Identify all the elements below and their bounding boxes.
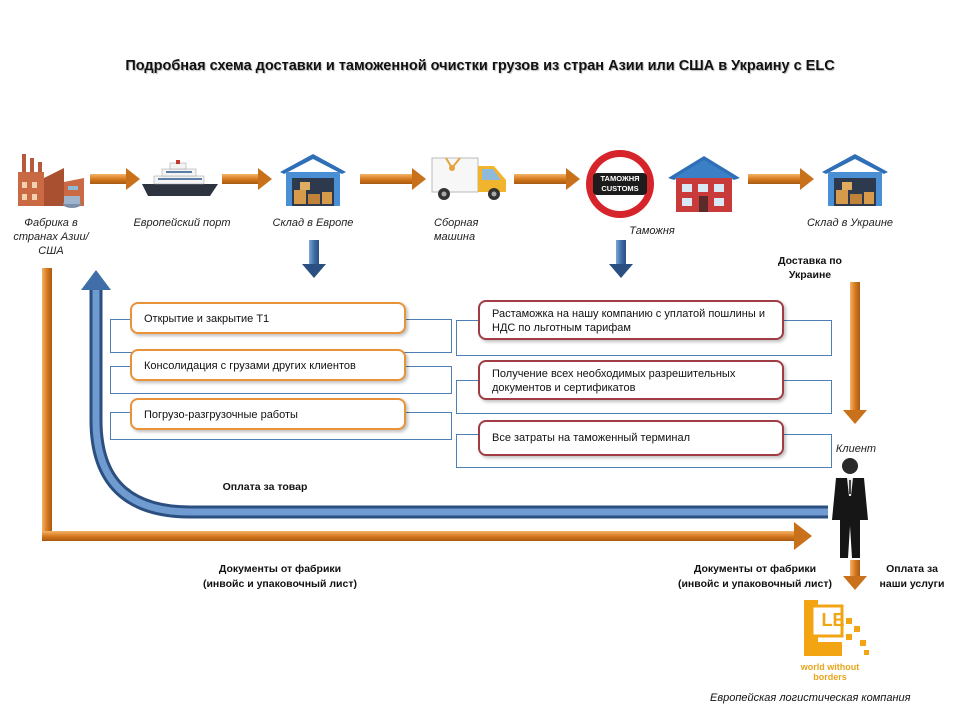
customs-label: Таможня (629, 225, 675, 237)
client-label: Клиент (835, 443, 877, 455)
payment-services-line1: Оплата за (886, 563, 938, 575)
customs-sign-line1: ТАМОЖНЯ (600, 174, 640, 183)
truck-icon (431, 157, 506, 200)
elc-logo-mark-icon (804, 600, 869, 656)
page-title: Подробная схема доставки и таможенной оч… (125, 58, 835, 74)
europe-task-2: Консолидация с грузами других клиентов (130, 349, 406, 381)
delivery-ukraine-label: Доставка по Украине (778, 255, 842, 281)
arrow-warehouse-truck (360, 168, 426, 190)
arrow-customs-warehouse-ua (748, 168, 814, 190)
docs-right-line2: (инвойс и упаковочный лист) (677, 578, 832, 590)
docs-left-line1: Документы от фабрики (218, 563, 342, 575)
payment-services-line2: наши услуги (879, 578, 945, 590)
customs-house-icon (668, 156, 740, 212)
customs-sign-icon (586, 150, 654, 218)
elc-logo: LE world without borders (780, 596, 880, 692)
factory-icon (18, 154, 84, 208)
europe-task-3: Погрузо-разгрузочные работы (130, 398, 406, 430)
customs-sign: ТАМОЖНЯ CUSTOMS (584, 148, 656, 220)
warehouse-europe-label: Склад в Европе (272, 217, 354, 229)
customs-task-1: Растаможка на нашу компанию с уплатой по… (478, 300, 784, 340)
customs-sign-line2: CUSTOMS (601, 184, 639, 193)
elc-logo-letters: LE (821, 610, 845, 630)
arrow-payment (81, 270, 828, 519)
arrow-delivery-ukraine (843, 282, 867, 424)
europe-task-1: Открытие и закрытие Т1 (130, 302, 406, 334)
arrow-documents (42, 268, 812, 550)
customs-task-3: Все затраты на таможенный терминал (478, 420, 784, 456)
arrow-factory-port (90, 168, 140, 190)
arrow-client-logo (843, 560, 867, 590)
company-tagline: Европейская логистическая компания (710, 692, 911, 704)
docs-left-line2: (инвойс и упаковочный лист) (202, 578, 357, 590)
elc-logo-name-line2: borders (813, 672, 847, 682)
warehouse-ukraine-icon (822, 154, 888, 206)
warehouse-ukraine-label: Склад в Украине (806, 217, 894, 229)
payment-goods-label: Оплата за товар (222, 481, 308, 493)
client-person-icon (832, 458, 868, 558)
truck-label: Сборная машина (434, 217, 479, 243)
port-label: Европейский порт (133, 217, 231, 229)
arrow-down-customs (609, 240, 633, 278)
warehouse-europe-icon (280, 154, 346, 206)
factory-label: Фабрика в странах Азии/США (13, 217, 89, 257)
arrow-port-warehouse (222, 168, 272, 190)
arrow-truck-customs (514, 168, 580, 190)
arrow-down-europe (302, 240, 326, 278)
docs-right-line1: Документы от фабрики (693, 563, 817, 575)
ship-icon (142, 160, 218, 196)
customs-task-2: Получение всех необходимых разрешительны… (478, 360, 784, 400)
elc-logo-name-line1: world without (800, 662, 860, 672)
